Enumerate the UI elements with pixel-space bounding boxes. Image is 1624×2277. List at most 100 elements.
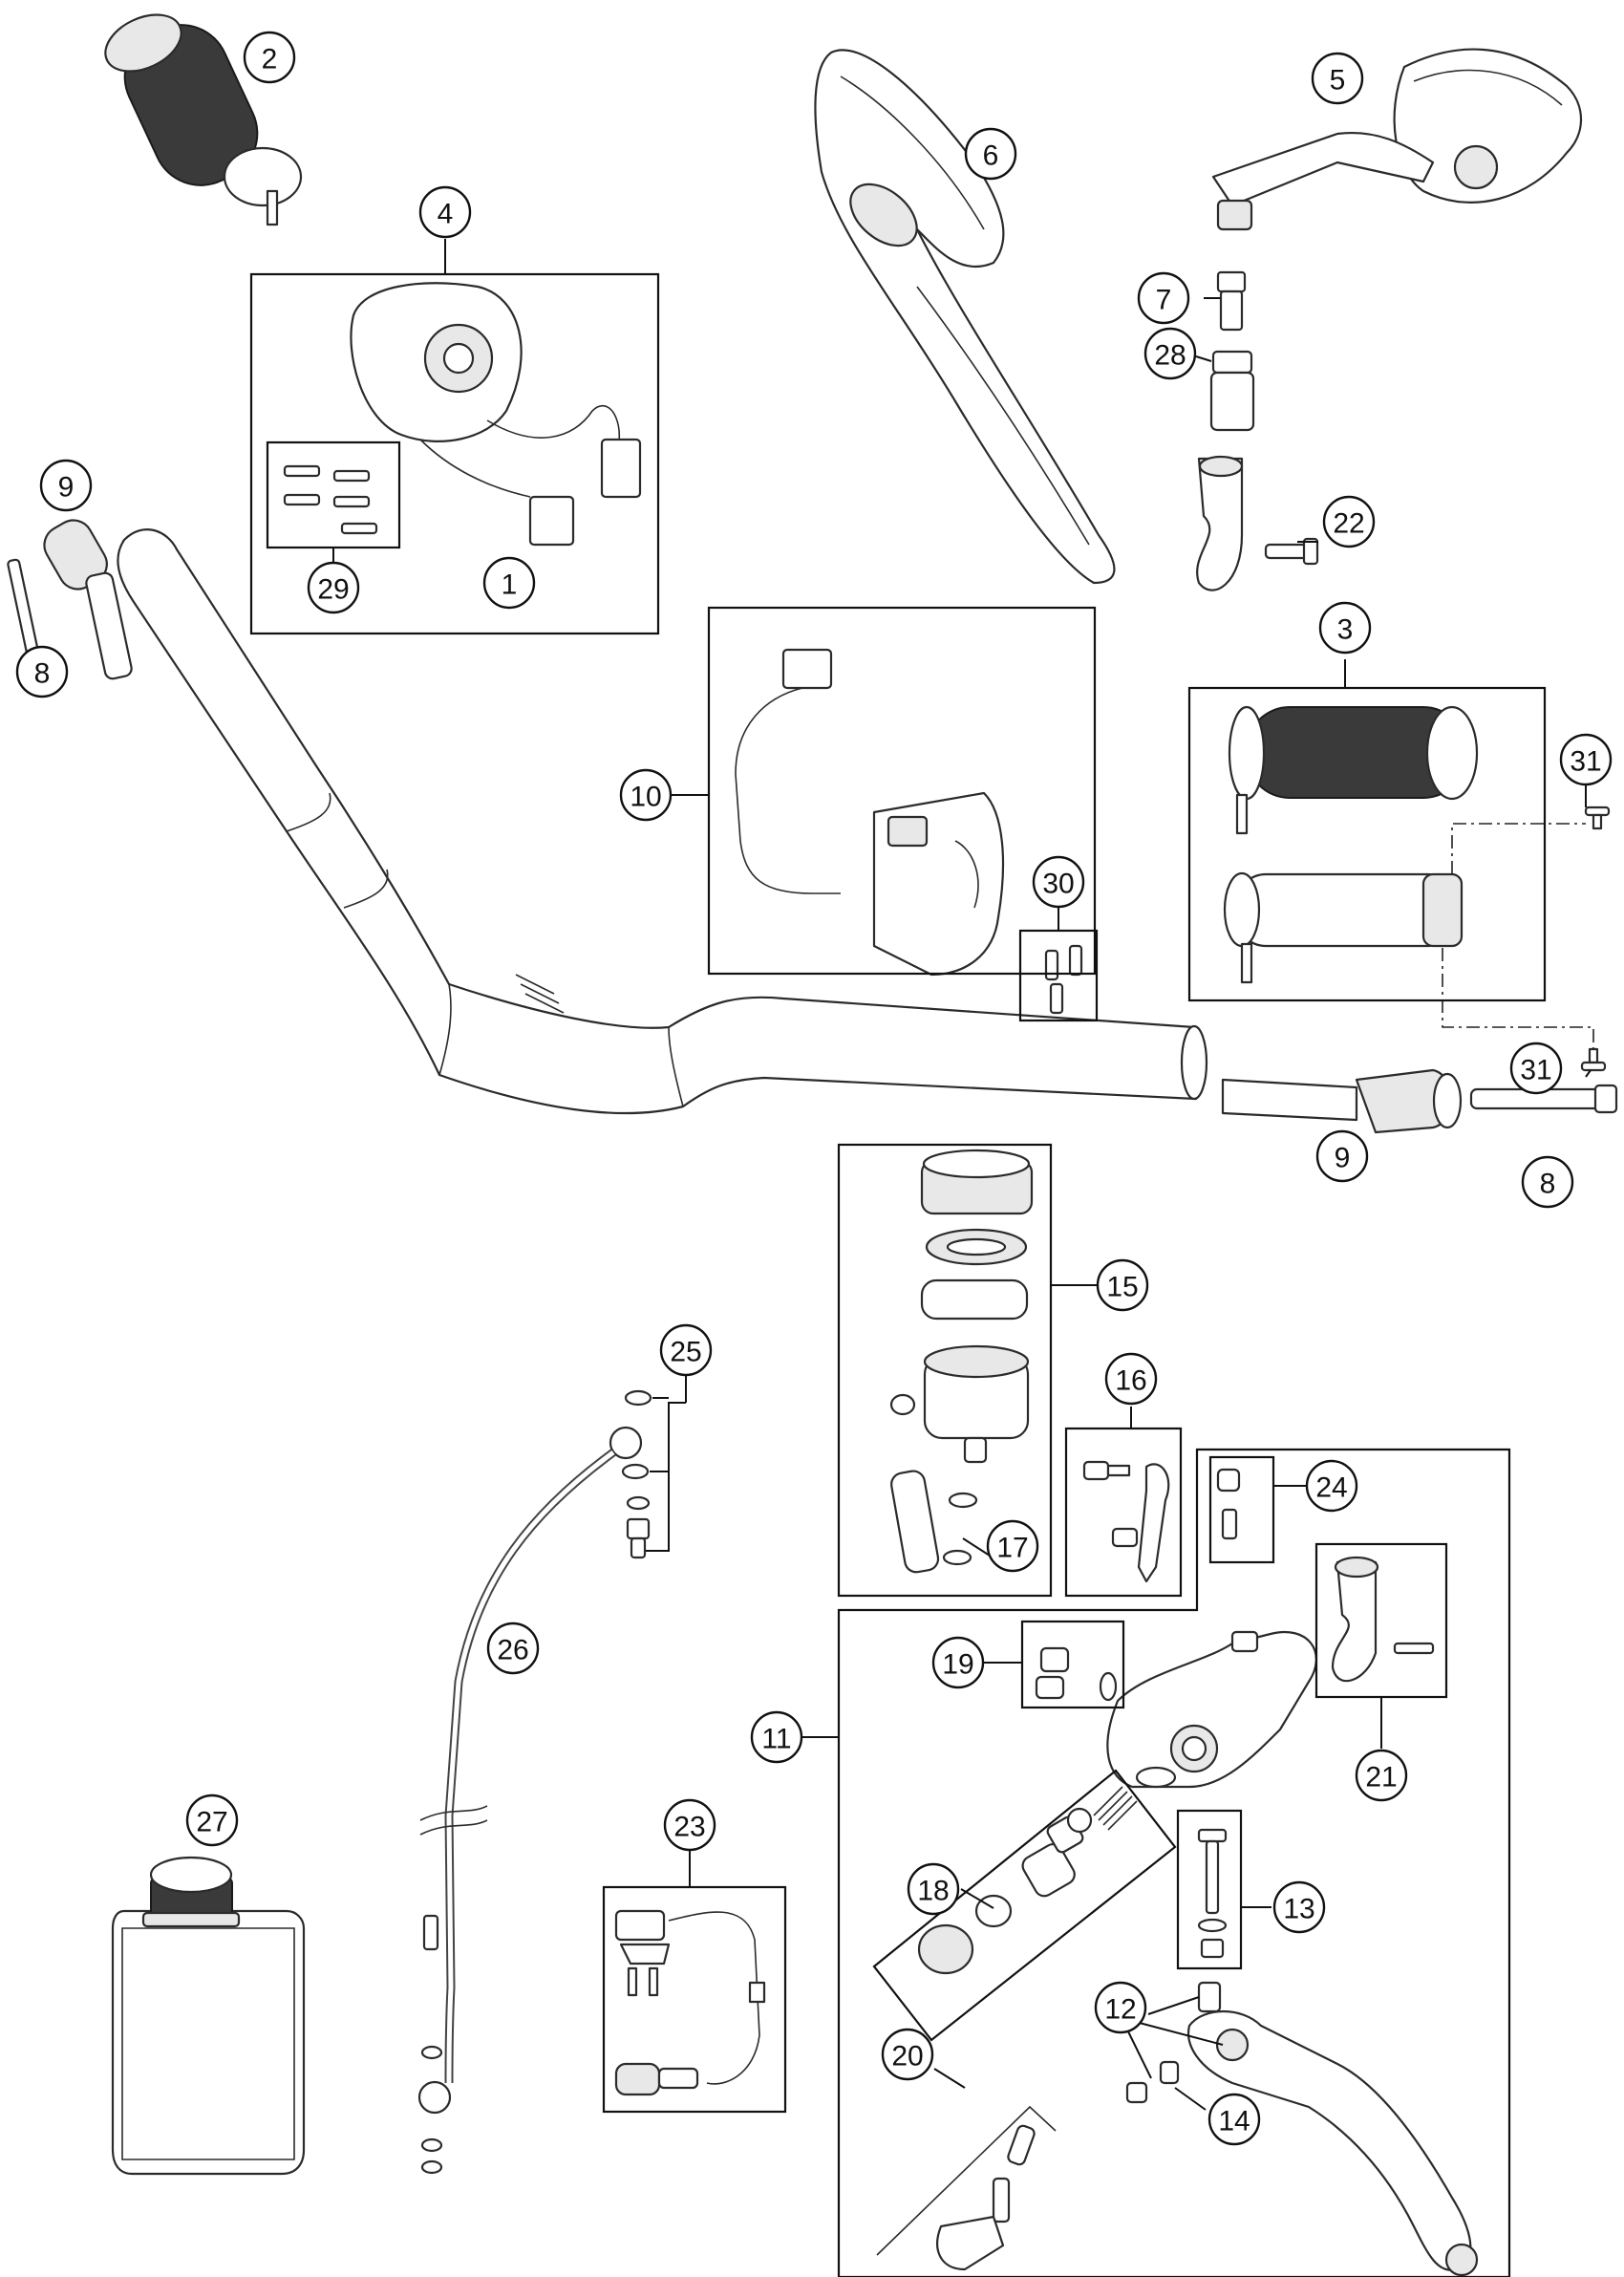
callout-6: 6 — [964, 127, 1017, 181]
screw-31-lower — [1580, 1047, 1607, 1072]
callout-label: 19 — [942, 1649, 973, 1681]
group-box-19 — [1020, 1620, 1125, 1709]
callout-10: 10 — [619, 768, 673, 822]
callout-8-right: 8 — [1521, 1155, 1574, 1209]
grip-right-part — [1228, 705, 1479, 835]
callout-label: 12 — [1104, 1994, 1136, 2026]
bar-end-weight-right — [1221, 1068, 1463, 1134]
callout-label: 25 — [670, 1337, 701, 1368]
callout-label: 14 — [1218, 2106, 1250, 2137]
group-box-11 — [837, 1448, 1511, 2277]
callout-label: 6 — [983, 140, 999, 172]
group-box-16 — [1064, 1427, 1183, 1598]
callout-label: 27 — [196, 1807, 227, 1838]
group-box-15 — [837, 1143, 1053, 1598]
callout-23: 23 — [663, 1798, 716, 1852]
callout-22: 22 — [1322, 495, 1376, 548]
callout-label: 17 — [996, 1533, 1028, 1564]
master-cylinder-clamp-21 — [1331, 1556, 1435, 1683]
callout-4: 4 — [418, 185, 472, 239]
callout-label: 10 — [630, 782, 661, 813]
throttle-tube-part — [1223, 871, 1464, 984]
callout-28: 28 — [1143, 327, 1197, 380]
piston-kit-18 — [917, 1786, 1138, 1975]
callout-label: 3 — [1337, 614, 1354, 646]
screw-set-29 — [283, 464, 378, 535]
callout-14: 14 — [1207, 2093, 1261, 2146]
callout-31-lower: 31 — [1509, 1042, 1563, 1095]
callout-label: 28 — [1154, 340, 1186, 372]
group-box-20-edge — [876, 2105, 1057, 2256]
right-switch-part — [735, 648, 1005, 977]
group-box-24 — [1208, 1455, 1275, 1564]
callout-label: 11 — [761, 1724, 791, 1755]
callout-29: 29 — [307, 561, 360, 614]
callout-label: 22 — [1333, 508, 1364, 540]
mirror-clamp-part — [1196, 455, 1244, 591]
callout-13: 13 — [1272, 1880, 1326, 1934]
group-box-10 — [707, 606, 1097, 976]
linkage-part-20 — [936, 2124, 1036, 2271]
threaded-sleeve-28 — [1209, 350, 1255, 432]
callout-label: 2 — [262, 44, 278, 75]
brake-light-switch-23 — [614, 1909, 766, 2096]
left-switch-part — [350, 282, 642, 547]
group-box-13 — [1176, 1809, 1243, 1970]
callout-15: 15 — [1096, 1258, 1149, 1312]
callout-label: 4 — [438, 199, 454, 230]
mirror-adapter-7 — [1216, 270, 1247, 332]
screw-31-upper — [1584, 806, 1611, 830]
callout-label: 13 — [1283, 1894, 1314, 1925]
callout-2: 2 — [243, 31, 296, 84]
callout-label: 7 — [1156, 285, 1172, 316]
mirror-part — [1211, 48, 1583, 231]
brake-hose-26 — [417, 1426, 643, 2175]
callout-label: 9 — [1335, 1143, 1351, 1174]
group-box-3 — [1187, 686, 1547, 1002]
brake-lever-part — [1125, 1981, 1479, 2277]
callout-16: 16 — [1104, 1352, 1158, 1406]
callout-3: 3 — [1318, 601, 1372, 655]
callout-label: 9 — [58, 472, 75, 504]
brake-fluid-can-27 — [111, 1856, 306, 2176]
bar-end-weight-left — [43, 519, 133, 680]
callout-24: 24 — [1305, 1459, 1358, 1513]
clamp-screw-22 — [1264, 537, 1319, 566]
bleed-valve-24 — [1216, 1468, 1241, 1540]
lever-bracket-16 — [1082, 1460, 1170, 1583]
reservoir-part — [889, 1149, 1034, 1574]
pivot-bolt-13 — [1197, 1828, 1228, 1959]
callout-label: 1 — [502, 569, 518, 601]
callout-label: 16 — [1115, 1365, 1146, 1397]
callout-30: 30 — [1032, 855, 1085, 909]
callout-label: 8 — [34, 658, 51, 690]
callout-label: 26 — [497, 1635, 528, 1666]
callout-label: 23 — [673, 1812, 705, 1843]
callout-label: 30 — [1042, 869, 1074, 900]
pivot-kit-19 — [1035, 1646, 1118, 1702]
callout-label: 15 — [1106, 1272, 1138, 1303]
screw-set-30 — [1044, 944, 1083, 1015]
callout-20: 20 — [881, 2028, 934, 2081]
callout-8-left: 8 — [15, 645, 69, 698]
callout-19: 19 — [931, 1636, 985, 1689]
group-box-23 — [602, 1885, 787, 2114]
group-box-4 — [249, 272, 660, 635]
handlebar-part — [117, 528, 1208, 1115]
callout-5: 5 — [1311, 52, 1364, 105]
grip-left-part — [104, 13, 303, 226]
callout-1: 1 — [482, 556, 536, 610]
callout-label: 20 — [891, 2041, 923, 2073]
callout-7: 7 — [1137, 271, 1190, 325]
callout-21: 21 — [1355, 1749, 1408, 1802]
callout-label: 21 — [1365, 1762, 1397, 1794]
callout-17: 17 — [986, 1519, 1039, 1573]
callout-9-left: 9 — [39, 459, 93, 512]
callout-label: 18 — [917, 1876, 949, 1907]
callout-label: 24 — [1315, 1472, 1347, 1504]
callout-31-upper: 31 — [1559, 733, 1613, 786]
callout-12: 12 — [1094, 1981, 1147, 2034]
leader-lines — [332, 239, 1592, 2111]
callout-27: 27 — [185, 1794, 239, 1847]
